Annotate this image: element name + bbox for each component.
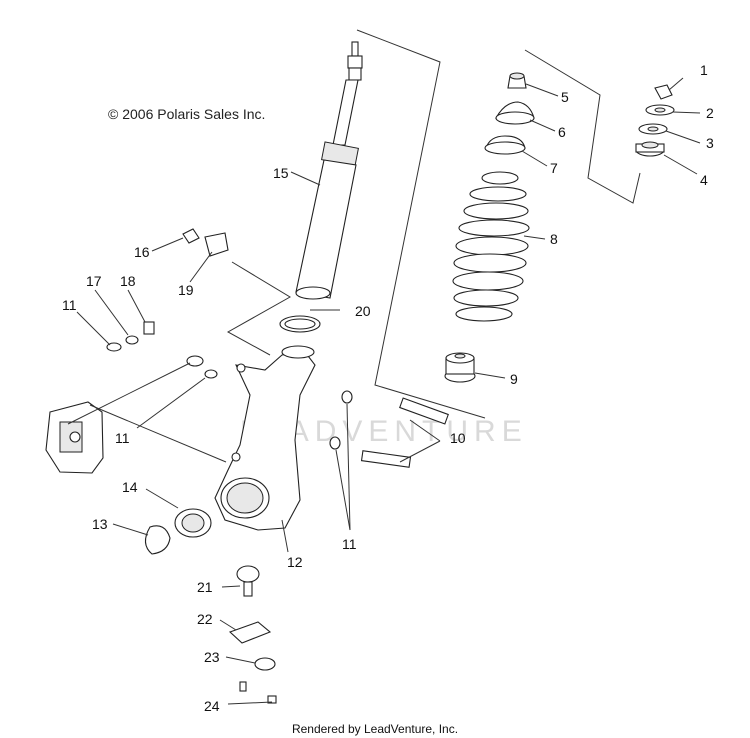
callout-21: 21 xyxy=(197,579,213,595)
callout-19: 19 xyxy=(178,282,194,298)
copyright-notice: © 2006 Polaris Sales Inc. xyxy=(108,106,266,122)
shock-absorber xyxy=(295,41,363,300)
bracket-shock-assembly xyxy=(356,29,486,419)
callout-9: 9 xyxy=(510,371,518,387)
brake-caliper xyxy=(45,401,104,474)
callout-2: 2 xyxy=(706,105,714,121)
callout-17: 17 xyxy=(86,273,102,289)
hardware xyxy=(106,228,449,704)
right-parts xyxy=(635,84,675,157)
callout-15: 15 xyxy=(273,165,289,181)
callout-5: 5 xyxy=(561,89,569,105)
leader-lines xyxy=(67,77,701,705)
callout-11-mid: 11 xyxy=(115,430,130,446)
steering-knuckle xyxy=(214,345,316,531)
callout-4: 4 xyxy=(700,172,708,188)
coil-spring xyxy=(452,171,530,322)
callout-24: 24 xyxy=(204,698,220,714)
callout-13: 13 xyxy=(92,516,108,532)
top-parts xyxy=(484,72,535,155)
callout-11-right: 11 xyxy=(342,536,357,552)
callout-14: 14 xyxy=(122,479,138,495)
footer-credit: Rendered by LeadVenture, Inc. xyxy=(291,722,459,736)
bump-stop xyxy=(444,352,476,383)
callout-20: 20 xyxy=(355,303,371,319)
callout-8: 8 xyxy=(550,231,558,247)
callout-1: 1 xyxy=(700,62,708,78)
callout-23: 23 xyxy=(204,649,220,665)
callout-16: 16 xyxy=(134,244,150,260)
callout-22: 22 xyxy=(197,611,213,627)
callout-3: 3 xyxy=(706,135,714,151)
callout-6: 6 xyxy=(558,124,566,140)
callout-7: 7 xyxy=(550,160,558,176)
callout-11-left: 11 xyxy=(62,297,77,313)
bracket-strut-mount xyxy=(226,261,291,356)
callout-10: 10 xyxy=(450,430,466,446)
bracket-spring-group xyxy=(524,49,641,204)
callout-18: 18 xyxy=(120,273,136,289)
callout-12: 12 xyxy=(287,554,303,570)
